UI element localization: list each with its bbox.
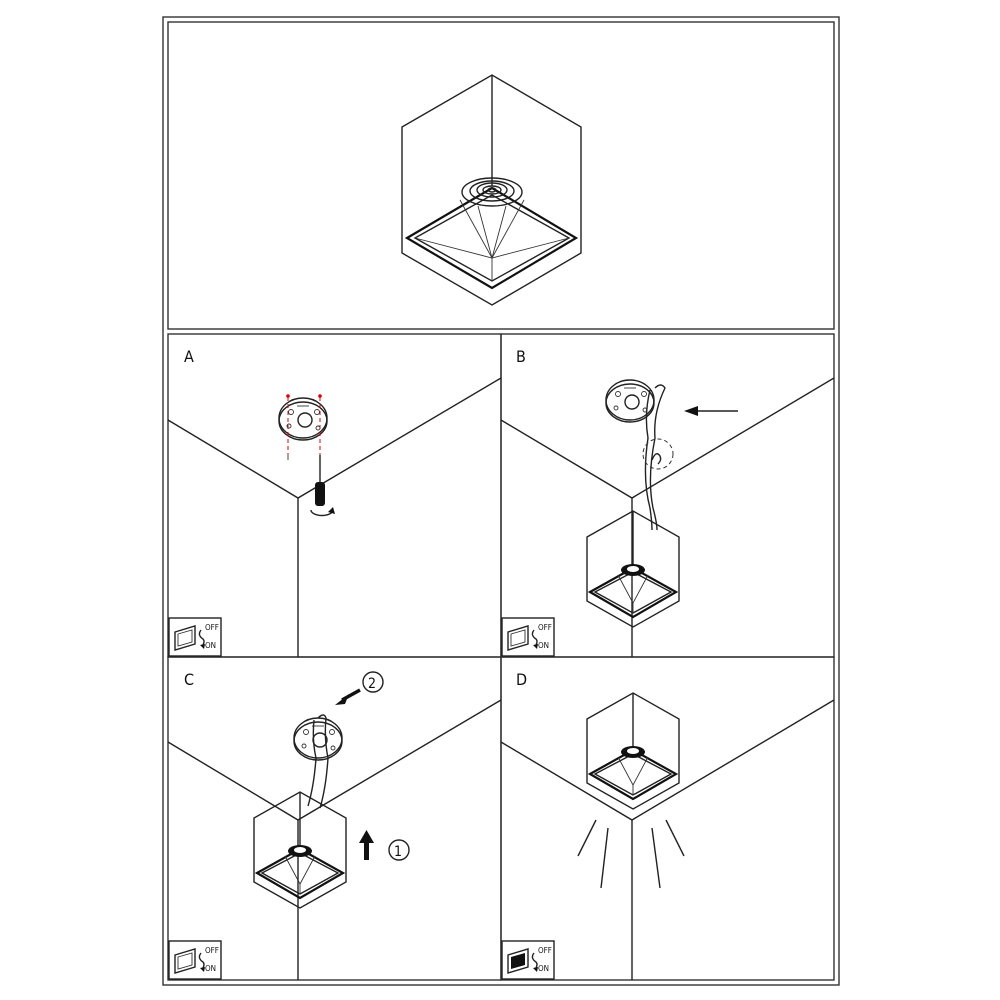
- product-cube-illustration: [400, 73, 583, 307]
- panel-b-frame: [500, 333, 835, 658]
- screwdriver-icon: [310, 455, 335, 517]
- step-1-arrow: [359, 830, 374, 860]
- switch-off-label: OFF: [538, 623, 552, 632]
- panel-c-cube: [252, 790, 348, 910]
- panel-d-cube: [585, 691, 681, 811]
- panel-d-switch: OFF ON: [501, 940, 555, 980]
- switch-on-label: ON: [205, 964, 216, 973]
- panel-c-ceiling-corner: [167, 699, 502, 980]
- switch-off-label: OFF: [205, 946, 219, 955]
- panel-c-frame: [167, 656, 502, 981]
- step-2-number: 2: [368, 676, 376, 692]
- panel-a-ceiling-corner: [167, 377, 502, 657]
- panel-b-ceiling-corner: [500, 377, 835, 657]
- step-1-number: 1: [394, 844, 402, 860]
- panel-b-arrow: [684, 406, 738, 416]
- light-rays: [577, 819, 685, 889]
- switch-off-label: OFF: [205, 623, 219, 632]
- panel-b-label: B: [516, 347, 526, 366]
- panel-a-screw-guides: [286, 394, 322, 460]
- panel-b-switch: OFF ON: [501, 617, 555, 657]
- step-1-marker: 1: [388, 839, 410, 861]
- panel-c-label: C: [184, 670, 194, 689]
- panel-b-cube: [585, 509, 681, 629]
- switch-off-label: OFF: [538, 946, 552, 955]
- step-2-marker: 2: [362, 671, 384, 693]
- panel-c-cable: [307, 714, 329, 809]
- step-2-arrow: [335, 688, 361, 705]
- panel-c-switch: OFF ON: [168, 940, 222, 980]
- switch-on-label: ON: [205, 641, 216, 650]
- top-panel: [167, 21, 835, 330]
- panel-a-switch: OFF ON: [168, 617, 222, 657]
- connector-detail-circle: [642, 438, 674, 470]
- panel-d-label: D: [516, 670, 527, 689]
- panel-c-mounting-plate: [293, 717, 343, 761]
- outer-frame: [162, 16, 840, 986]
- panel-b-cable: [644, 384, 666, 531]
- panel-d-ceiling-corner: [500, 699, 835, 980]
- switch-on-label: ON: [538, 641, 549, 650]
- switch-on-label: ON: [538, 964, 549, 973]
- panel-a-label: A: [184, 347, 194, 366]
- panel-a-frame: [167, 333, 502, 658]
- panel-d-frame: [500, 656, 835, 981]
